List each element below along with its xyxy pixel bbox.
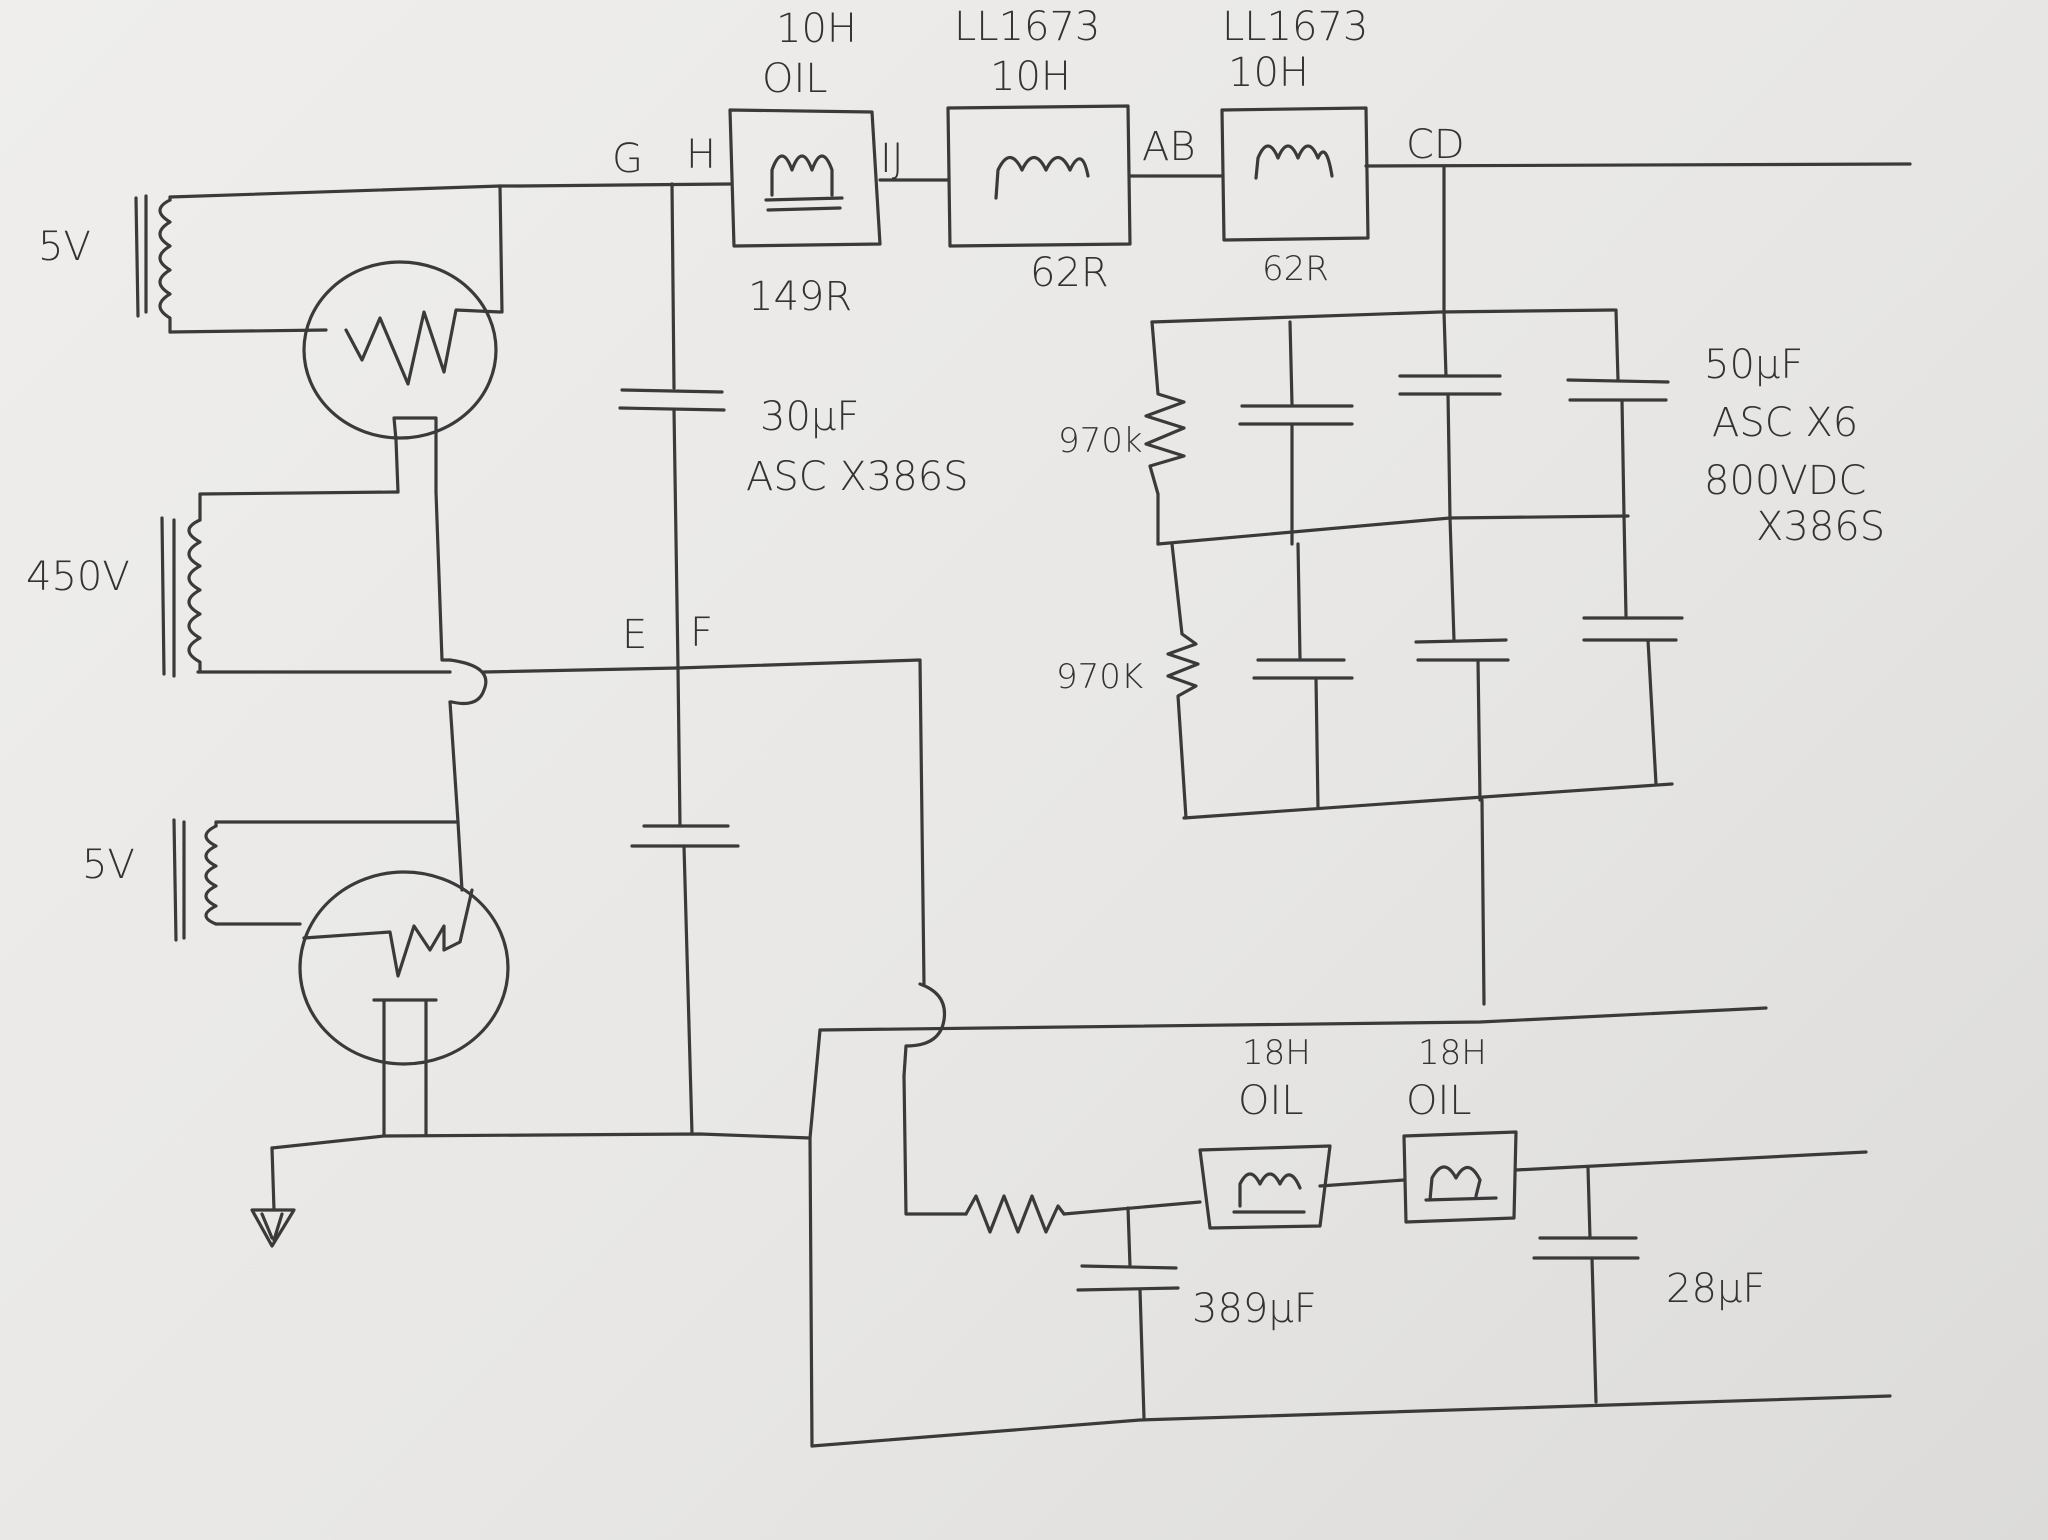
bank-cap-3 — [1566, 308, 1670, 518]
ef-rail — [482, 658, 926, 986]
cap28-lower — [1590, 1256, 1598, 1404]
bank-resistor-1 — [1144, 320, 1186, 546]
rectifier-tube-1 — [302, 260, 502, 494]
hv-ctr-wire — [434, 490, 452, 662]
choke1-type-label: OIL — [762, 56, 828, 102]
bank-mid-rail — [1156, 514, 1630, 546]
node-h-label: H — [686, 132, 716, 178]
choke5-inductance-label: 18H — [1418, 1033, 1487, 1073]
rectifier-tube-2 — [298, 870, 510, 1136]
xfmr-bottom-voltage-label: 5V — [82, 842, 135, 888]
bank-cap-4 — [1252, 542, 1354, 810]
bank-resistor-2 — [1166, 542, 1200, 820]
choke5-type-label: OIL — [1406, 1078, 1472, 1124]
hv-top-wire — [198, 490, 400, 522]
choke3-resistance-label: 62R — [1262, 249, 1329, 289]
main-cap-upper-wire — [670, 182, 676, 390]
crossover-1 — [448, 658, 488, 706]
cap-389uf — [1076, 1264, 1180, 1292]
xfmr-top-wire — [168, 184, 522, 202]
bank-cap-5 — [1414, 516, 1510, 802]
cap-28uf-label: 28µF — [1666, 1266, 1765, 1312]
cap28-stem — [1586, 1166, 1592, 1240]
cap-lower-main — [630, 824, 740, 848]
xfmr-hv-coil — [160, 516, 202, 678]
bank-cap-value-label: 50µF — [1704, 342, 1803, 388]
output-rail-2 — [1514, 1150, 1868, 1172]
node-g-label: G — [612, 136, 643, 182]
choke-2 — [946, 104, 1132, 248]
res-to-choke4 — [1062, 1200, 1202, 1216]
node-ab-label: AB — [1142, 124, 1196, 170]
res-path — [902, 1074, 968, 1216]
node-ij-label: IJ — [880, 136, 904, 182]
choke2-part-label: LL1673 — [954, 4, 1100, 50]
bank-resistor-2-label: 970K — [1056, 657, 1143, 697]
xfmr-bottom-wire — [214, 820, 464, 892]
choke4-type-label: OIL — [1238, 1078, 1304, 1124]
bank-resistor-1-label: 970k — [1058, 421, 1143, 461]
output-rail-wire — [1364, 162, 1912, 168]
cap-389uf-label: 389µF — [1192, 1286, 1317, 1332]
choke3-part-label: LL1673 — [1222, 4, 1368, 50]
top-rail-wire — [518, 182, 732, 188]
choke-1 — [728, 108, 882, 248]
filament-wire — [498, 184, 504, 314]
bank-top-rail — [1150, 308, 1616, 324]
bank-cap-part-label: X386S — [1756, 504, 1885, 550]
bank-cap-6 — [1582, 514, 1684, 786]
node-f-label: F — [690, 610, 713, 656]
lower-bus — [818, 1006, 1768, 1032]
crossover-2 — [902, 982, 947, 1078]
choke-5 — [1402, 1130, 1518, 1224]
choke4-inductance-label: 18H — [1242, 1033, 1311, 1073]
choke2-resistance-label: 62R — [1030, 250, 1109, 296]
bank-cap-2 — [1398, 310, 1502, 520]
bus-left-vertical — [808, 1028, 822, 1448]
xfmr-top-voltage-label: 5V — [38, 224, 91, 270]
bank-cap-count-label: ASC X6 — [1712, 400, 1858, 446]
xfmr-hv-voltage-label: 450V — [26, 554, 130, 600]
choke-4 — [1198, 1144, 1332, 1230]
ground-rail — [270, 1132, 812, 1150]
ground-drop — [270, 1146, 276, 1212]
bank-cap-voltage-label: 800VDC — [1704, 458, 1866, 504]
choke2-inductance-label: 10H — [990, 54, 1071, 100]
node-cd-label: CD — [1406, 122, 1465, 168]
choke3-inductance-label: 10H — [1228, 50, 1309, 96]
filament-return — [168, 328, 328, 334]
main-cap2-wire — [676, 666, 682, 828]
series-resistor — [964, 1194, 1066, 1234]
cap389-lower — [1138, 1288, 1146, 1420]
bank-to-bus — [1480, 798, 1486, 1006]
choke-3 — [1220, 106, 1370, 242]
main-cap2-lower — [682, 844, 694, 1136]
cap389-stem — [1126, 1206, 1132, 1268]
choke1-resistance-label: 149R — [748, 274, 852, 320]
cap-28uf — [1532, 1236, 1640, 1260]
hv-down-wire — [448, 700, 460, 824]
choke1-inductance-label: 10H — [776, 6, 857, 52]
xfmr-top-coil — [134, 194, 172, 334]
choke4-to-choke5 — [1318, 1178, 1406, 1188]
bank-cap-1 — [1238, 320, 1354, 546]
cap-30uf — [618, 388, 726, 412]
node-e-label: E — [622, 612, 647, 658]
xfmr-bottom-coil — [172, 818, 218, 942]
cap-30uf-part-label: ASC X386S — [746, 454, 969, 500]
bottom-ground — [810, 1394, 1892, 1448]
bank-bottom-rail — [1182, 782, 1674, 820]
main-cap-lower-wire — [672, 408, 680, 670]
cap-30uf-value-label: 30µF — [760, 394, 859, 440]
ground-symbol — [250, 1208, 296, 1248]
